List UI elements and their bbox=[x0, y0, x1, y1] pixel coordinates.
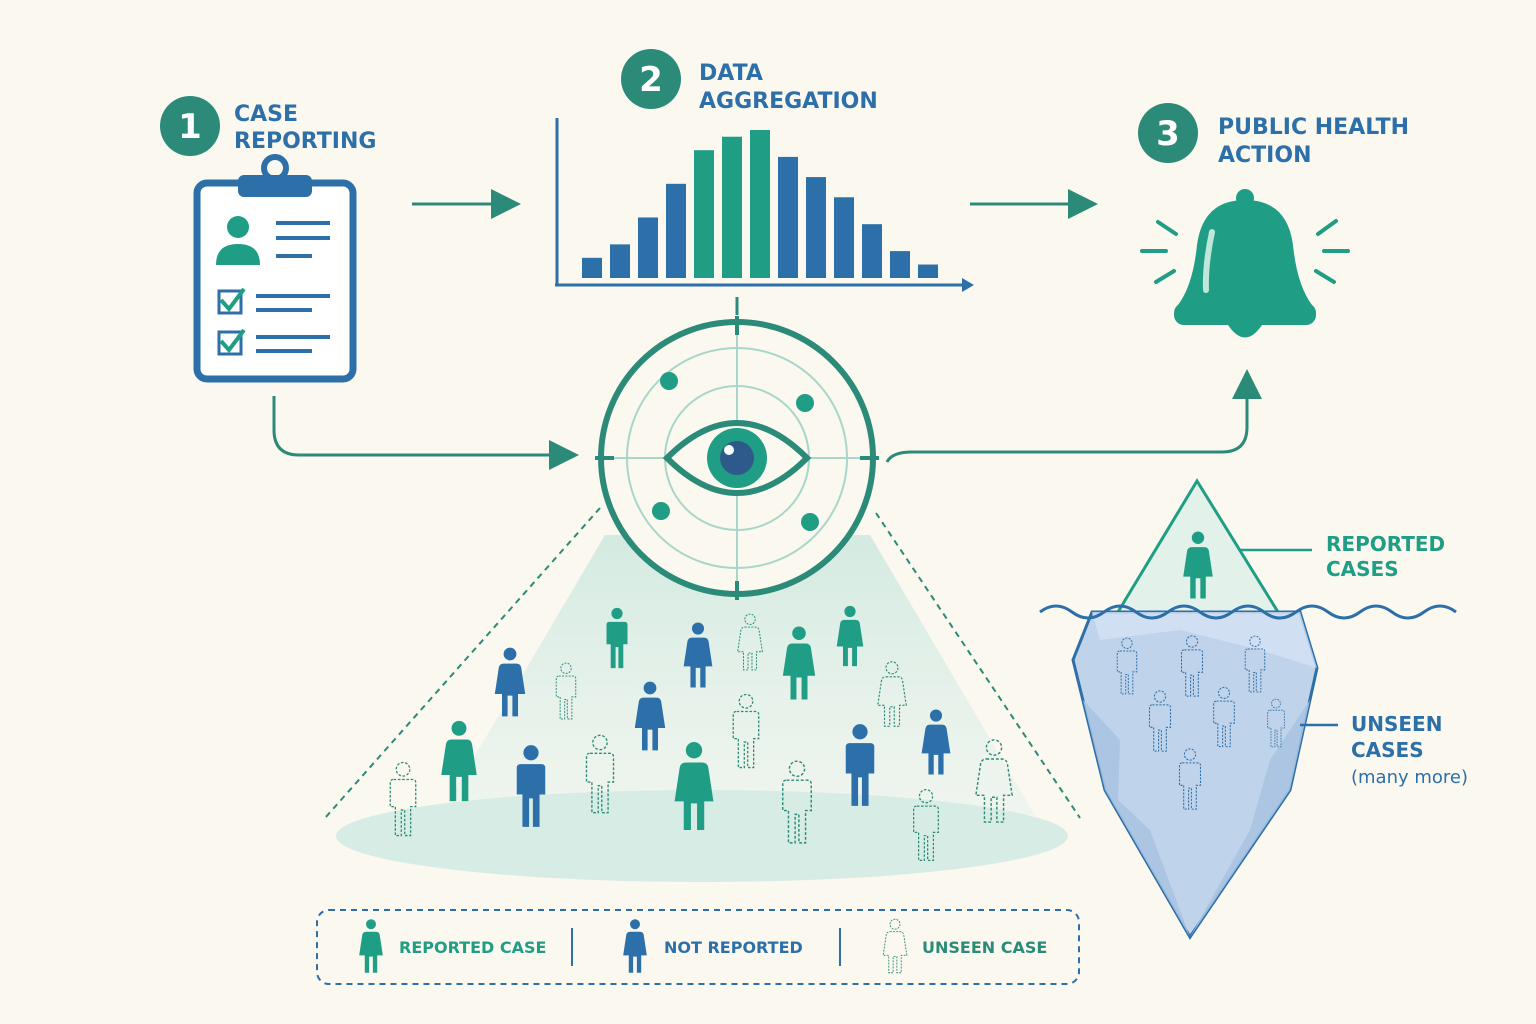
legend: REPORTED CASE NOT REPORTED UNSEEN CASE bbox=[316, 909, 1080, 985]
legend-unseen-icon bbox=[882, 918, 908, 974]
iceberg bbox=[1039, 478, 1457, 940]
histogram-bar bbox=[806, 177, 826, 278]
histogram-bar bbox=[638, 217, 658, 278]
histogram-x-arrow-icon bbox=[962, 278, 974, 292]
histogram bbox=[555, 118, 974, 292]
histogram-bar bbox=[582, 257, 602, 278]
histogram-bar bbox=[610, 244, 630, 278]
histogram-bar bbox=[666, 183, 686, 278]
step-2-title-line1: DATA bbox=[699, 61, 763, 86]
step-2-number: 2 bbox=[639, 60, 663, 100]
step-1: 1 CASE REPORTING bbox=[160, 96, 376, 156]
surveillance-beam bbox=[324, 507, 1081, 882]
flow-arrows bbox=[272, 189, 1262, 470]
step-2: 2 DATA AGGREGATION bbox=[621, 49, 878, 114]
bell-icon bbox=[1140, 189, 1350, 338]
step-3-title-line1: PUBLIC HEALTH bbox=[1218, 115, 1409, 140]
arrow-clipboard-to-radar bbox=[272, 396, 579, 470]
iceberg-reported-label-line1: REPORTED bbox=[1326, 532, 1445, 556]
histogram-bar bbox=[750, 130, 770, 278]
histogram-bar bbox=[722, 136, 742, 278]
legend-not-reported-icon bbox=[623, 919, 647, 973]
histogram-bars bbox=[582, 130, 938, 278]
step-3: 3 PUBLIC HEALTH ACTION bbox=[1138, 103, 1409, 168]
iceberg-unseen-label-line1: UNSEEN bbox=[1351, 712, 1442, 736]
histogram-bar bbox=[918, 264, 938, 278]
histogram-bar bbox=[862, 224, 882, 278]
step-3-number: 3 bbox=[1156, 114, 1180, 154]
step-1-badge bbox=[160, 96, 220, 156]
step-1-title-line2: REPORTING bbox=[234, 129, 376, 154]
step-2-title-line2: AGGREGATION bbox=[699, 89, 878, 114]
iceberg-unseen-note: (many more) bbox=[1351, 767, 1468, 788]
histogram-bar bbox=[890, 251, 910, 278]
water-line bbox=[1039, 604, 1457, 620]
arrow-radar-to-bell bbox=[885, 369, 1262, 463]
step-1-number: 1 bbox=[178, 107, 202, 147]
legend-unseen-label: UNSEEN CASE bbox=[922, 938, 1047, 957]
legend-not-reported-label: NOT REPORTED bbox=[664, 938, 803, 957]
step-2-badge bbox=[621, 49, 681, 109]
histogram-bar bbox=[694, 150, 714, 278]
iceberg-reported-label-line2: CASES bbox=[1326, 557, 1399, 581]
legend-reported-icon bbox=[359, 919, 383, 973]
step-3-badge bbox=[1138, 103, 1198, 163]
clipboard-icon bbox=[193, 154, 357, 383]
histogram-bar bbox=[834, 197, 854, 278]
radar-eye bbox=[595, 316, 879, 600]
step-1-title-line1: CASE bbox=[234, 102, 298, 127]
histogram-bar bbox=[778, 156, 798, 278]
step-3-title-line2: ACTION bbox=[1218, 143, 1311, 168]
iceberg-unseen-label-line2: CASES bbox=[1351, 738, 1424, 762]
legend-reported-label: REPORTED CASE bbox=[399, 938, 546, 957]
